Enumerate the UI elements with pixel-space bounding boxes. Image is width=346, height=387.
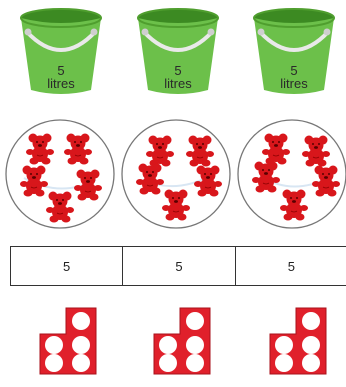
teddy-plate-2 [120, 118, 232, 230]
teddy-plate-3 [236, 118, 346, 230]
numicon-five-icon [38, 306, 98, 376]
teddy-plate-1 [4, 118, 116, 230]
strip-cell: 5 [122, 247, 234, 285]
numicon-five-1 [38, 306, 98, 376]
numicon-five-icon [268, 306, 328, 376]
bucket-3: 5 litres [248, 2, 340, 102]
plate-icon [236, 118, 346, 230]
number-strip: 5 5 5 [10, 246, 346, 286]
numicon-five-icon [152, 306, 212, 376]
plate-icon [120, 118, 232, 230]
bucket-volume-unit: litres [248, 77, 340, 90]
bucket-1: 5 litres [15, 2, 107, 102]
numicon-five-2 [152, 306, 212, 376]
bucket-volume-unit: litres [132, 77, 224, 90]
strip-cell: 5 [235, 247, 346, 285]
plate-icon [4, 118, 116, 230]
numicon-five-3 [268, 306, 328, 376]
strip-cell: 5 [11, 247, 122, 285]
bucket-2: 5 litres [132, 2, 224, 102]
bucket-volume-unit: litres [15, 77, 107, 90]
